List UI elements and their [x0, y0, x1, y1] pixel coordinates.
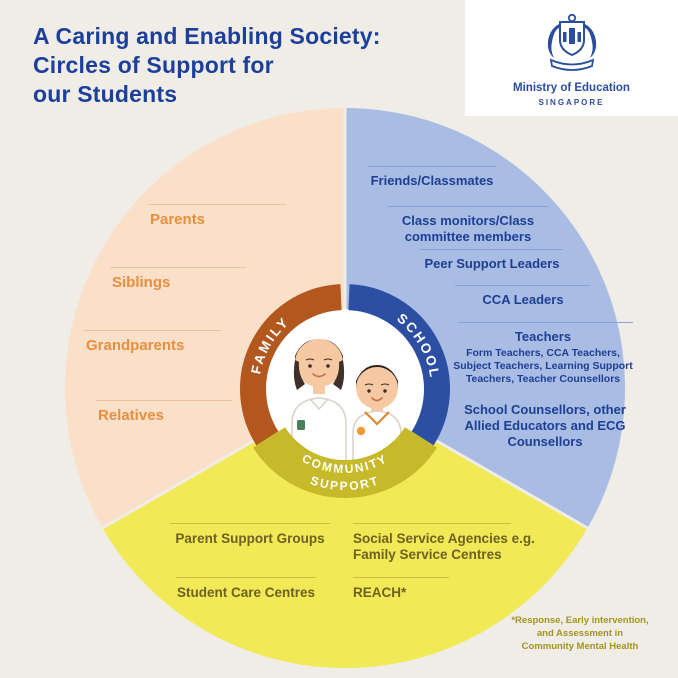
school-item-teachers-sub: Form Teachers, CCA Teachers, Subject Tea…: [453, 347, 633, 385]
family-item-line: [110, 267, 246, 268]
school-item-counsellors: School Counsellors, other Allied Educato…: [464, 402, 626, 449]
school-item-line: [458, 322, 633, 323]
family-item-line: [148, 204, 286, 205]
school-item-line: [368, 166, 496, 167]
school-item-line: [455, 285, 590, 286]
logo-country: SINGAPORE: [538, 98, 605, 107]
reach-footnote: *Response, Early intervention, and Asses…: [498, 614, 662, 653]
school-item-teachers: Teachers: [514, 329, 572, 344]
title-line: Circles of Support for: [33, 52, 274, 78]
community-ring-arc: [253, 426, 437, 498]
school-item-line: [388, 206, 548, 207]
family-ring-arc: [240, 284, 342, 446]
community-ring-label-bottom: SUPPORT: [309, 473, 382, 493]
school-item-peer-support: Peer Support Leaders: [424, 256, 560, 271]
school-ring-arc: [348, 284, 450, 446]
community-item-parent-support: Parent Support Groups: [175, 531, 325, 546]
community-item-line: [353, 523, 511, 524]
family-item-parents: Parents: [150, 211, 206, 228]
footnote-line: *Response, Early intervention,: [511, 615, 649, 626]
community-item-line: [176, 577, 316, 578]
community-item-student-care: Student Care Centres: [176, 585, 316, 600]
community-item-social-service: Social Service Agencies e.g. Family Serv…: [353, 531, 535, 562]
footnote-line: and Assessment in: [536, 628, 624, 639]
family-item-siblings: Siblings: [112, 274, 171, 291]
family-item-line: [84, 330, 221, 331]
logo-org-name: Ministry of Education: [513, 82, 630, 94]
moe-crest-icon: [547, 13, 597, 71]
footnote-line: Community Mental Health: [521, 641, 639, 652]
family-item-line: [96, 400, 232, 401]
school-item-line: [420, 249, 563, 250]
community-item-line: [170, 523, 330, 524]
page-title: A Caring and Enabling Society: Circles o…: [33, 22, 393, 109]
community-item-reach: REACH*: [353, 585, 407, 600]
family-item-relatives: Relatives: [98, 407, 164, 424]
family-item-grandparents: Grandparents: [86, 337, 185, 354]
school-item-friends: Friends/Classmates: [370, 173, 494, 188]
title-line: A Caring and Enabling Society:: [33, 23, 381, 49]
moe-logo: Ministry of Education SINGAPORE: [465, 0, 678, 116]
community-item-line: [353, 577, 449, 578]
title-line: our Students: [33, 81, 178, 107]
school-item-cca-leaders: CCA Leaders: [482, 292, 564, 307]
school-item-class-monitors: Class monitors/Class committee members: [401, 213, 535, 244]
